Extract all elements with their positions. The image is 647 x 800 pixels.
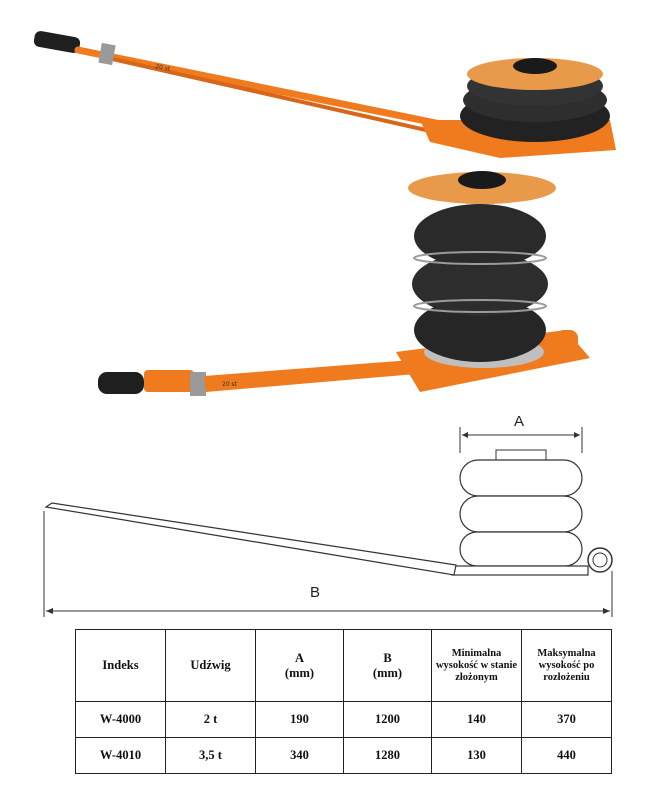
header-b: B (mm) — [343, 629, 432, 702]
cell-max-height: 370 — [521, 701, 612, 738]
header-indeks: Indeks — [75, 629, 166, 702]
bellows-outline — [459, 459, 583, 497]
capacity-label-bottom: 20 st — [222, 381, 238, 388]
handle-grip-icon — [98, 372, 144, 394]
handle-bar — [74, 46, 474, 134]
spec-table: Indeks Udźwig A (mm) B (mm) Minimalna wy… — [75, 629, 612, 774]
cell-a: 340 — [255, 737, 344, 774]
cell-a: 190 — [255, 701, 344, 738]
dimension-b-label: B — [310, 584, 321, 601]
handle-outline — [44, 502, 457, 576]
cell-max-height: 440 — [521, 737, 612, 774]
product-photos: 20 st 20 st — [33, 31, 616, 396]
cell-indeks: W-4010 — [75, 737, 166, 774]
header-udzwig: Udźwig — [165, 629, 256, 702]
header-min-height: Minimalna wysokość w stanie złożonym — [431, 629, 522, 702]
cell-min-height: 130 — [431, 737, 522, 774]
bellows — [414, 298, 546, 362]
capacity-label-top: 20 st — [155, 63, 172, 73]
handle-grip-icon — [33, 31, 81, 53]
table-row: W-4000 2 t 190 1200 140 370 — [75, 701, 612, 738]
base-outline — [451, 565, 589, 576]
table-header-row: Indeks Udźwig A (mm) B (mm) Minimalna wy… — [75, 629, 612, 702]
header-a: A (mm) — [255, 629, 344, 702]
table-row: W-4010 3,5 t 340 1280 130 440 — [75, 737, 612, 774]
jack-extended-illustration: 20 st — [98, 171, 590, 396]
dimension-a-label: A — [514, 413, 525, 430]
dimension-diagram — [43, 427, 613, 617]
cell-b: 1200 — [343, 701, 432, 738]
cell-indeks: W-4000 — [75, 701, 166, 738]
cell-b: 1280 — [343, 737, 432, 774]
cell-udzwig: 3,5 t — [165, 737, 256, 774]
jack-folded-illustration: 20 st — [33, 31, 616, 158]
handle-bar — [204, 360, 416, 392]
header-max-height: Maksymalna wysokość po rozłożeniu — [521, 629, 612, 702]
cell-udzwig: 2 t — [165, 701, 256, 738]
cell-min-height: 140 — [431, 701, 522, 738]
